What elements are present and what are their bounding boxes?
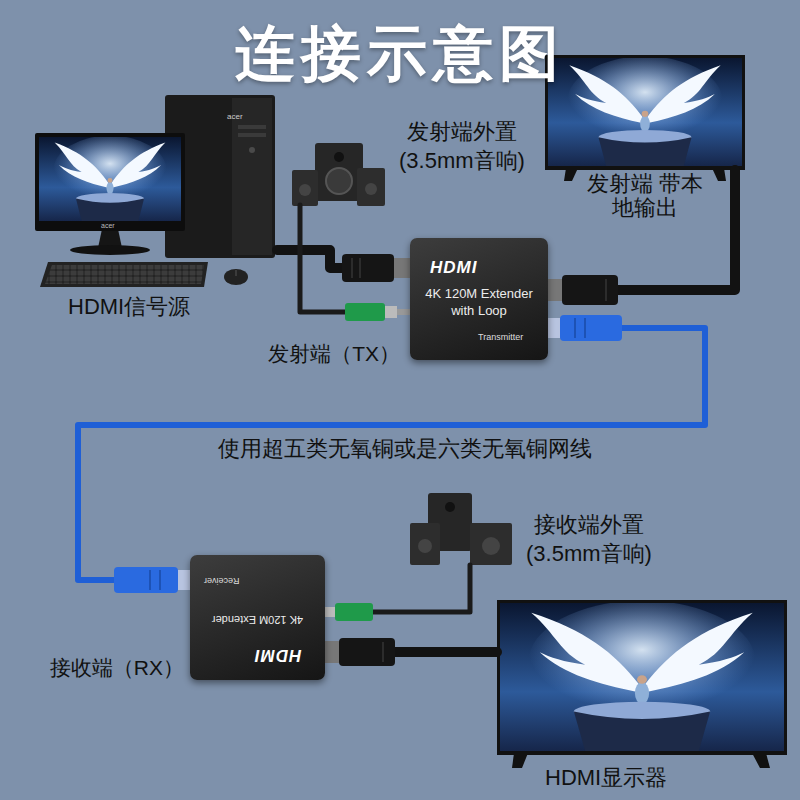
- monitor-frame: [35, 133, 185, 231]
- plug-grip: [359, 258, 361, 278]
- tv-leg: [752, 753, 770, 768]
- device-label: 发射端 带本地输出: [580, 172, 710, 220]
- device-text: Receiver: [204, 575, 240, 586]
- plug-metal: [548, 279, 562, 301]
- cable-label: 使用超五类无氧铜或是六类无氧铜网线: [218, 436, 592, 462]
- rj45-plug: [114, 567, 190, 593]
- display-tv: HDMI显示器: [497, 600, 787, 755]
- plug-fin: [574, 318, 576, 338]
- satellite-cone: [418, 539, 432, 553]
- device-text: Transmitter: [478, 332, 523, 343]
- rx-speakers: [410, 493, 512, 565]
- display-tv: [497, 600, 787, 768]
- tv-screen: [548, 56, 742, 166]
- monitor-screen: [39, 136, 181, 221]
- mouse-body: [224, 269, 248, 285]
- device-label: 发射端外置 (3.5mm音响): [387, 118, 537, 175]
- tv-leg: [512, 753, 528, 768]
- plug-fin: [584, 318, 586, 338]
- plug-body: [345, 303, 385, 321]
- speaker-set: 发射端外置 (3.5mm音响): [290, 145, 385, 205]
- plug-body: [339, 638, 395, 666]
- plug-head: [178, 570, 190, 590]
- plug-body: [114, 567, 178, 593]
- device-text: 接收端（RX）: [50, 655, 184, 680]
- pc-monitor: [35, 133, 185, 255]
- device-label: HDMI信号源: [68, 294, 190, 320]
- satellite-cone: [365, 183, 377, 195]
- satellite-cone: [482, 537, 500, 555]
- device-text: 4K 120M Extender: [200, 613, 315, 626]
- plug-metal: [394, 258, 410, 278]
- plug-grip: [351, 258, 353, 278]
- tower-front: [232, 98, 272, 255]
- local-tv: 发射端 带本地输出: [545, 55, 745, 170]
- plug-head: [548, 318, 560, 338]
- cable: [300, 205, 410, 312]
- hdmi-plug: [342, 254, 410, 282]
- device-text: 发射端（TX）: [268, 341, 400, 366]
- device-text: HDMI: [254, 645, 301, 665]
- satellite-cone: [299, 184, 311, 196]
- woofer: [326, 168, 352, 194]
- device-label: HDMI显示器: [545, 765, 667, 791]
- brand-label: acer: [227, 112, 243, 122]
- plug-metal: [325, 641, 339, 663]
- drive-bay: [238, 133, 266, 137]
- diagram-title: 连接示意图: [0, 18, 800, 90]
- plug-grip: [382, 642, 384, 662]
- plug-metal: [385, 306, 397, 318]
- brand-label: acer: [101, 222, 115, 230]
- audio-plug: [345, 303, 410, 321]
- drive-bay: [238, 125, 266, 129]
- satellite: [410, 523, 440, 565]
- plug-fin: [159, 570, 161, 590]
- keyboard-body: [40, 262, 208, 287]
- signal-source: HDMI信号源: [35, 95, 277, 290]
- satellite: [470, 523, 512, 565]
- plug-grip: [605, 279, 607, 301]
- tx-speakers: [292, 143, 385, 206]
- mouse-wheel: [236, 270, 237, 276]
- local-tv: [545, 55, 745, 181]
- keyboard-keys: [45, 265, 204, 284]
- plug-pin: [397, 309, 410, 315]
- plug-body: [342, 254, 394, 282]
- tv-frame: [545, 55, 745, 170]
- monitor-base: [70, 245, 150, 255]
- plug-body: [562, 275, 618, 305]
- device-text: HDMI: [430, 258, 477, 278]
- receiver-box: Receiver4K 120M ExtenderHDMI接收端（RX）: [190, 555, 325, 680]
- plug-metal: [325, 607, 335, 617]
- tv-frame: [497, 600, 787, 755]
- plug-body: [335, 603, 373, 621]
- subwoofer: [315, 143, 363, 201]
- plug-fin: [149, 570, 151, 590]
- speaker-set: 接收端外置 (3.5mm音响): [410, 493, 512, 565]
- hdmi-plug: [548, 275, 618, 305]
- tv-screen: [500, 601, 784, 751]
- transmitter-box: HDMI 4K 120M Extender with LoopTransmitte…: [410, 238, 548, 360]
- keyboard: [40, 262, 208, 287]
- tweeter: [334, 152, 344, 162]
- satellite: [357, 168, 385, 206]
- device-text: 4K 120M Extender with Loop: [417, 286, 541, 320]
- hdmi-plug: [325, 638, 395, 666]
- rj45-plug: [548, 315, 622, 341]
- satellite: [292, 170, 318, 206]
- plug-body: [560, 315, 622, 341]
- audio-plug: [325, 603, 373, 621]
- power-button: [249, 147, 255, 153]
- device-label: 接收端外置 (3.5mm音响): [514, 511, 664, 568]
- tweeter: [445, 502, 455, 512]
- cable: [548, 170, 735, 290]
- cable: [78, 328, 705, 580]
- mouse: [224, 269, 248, 285]
